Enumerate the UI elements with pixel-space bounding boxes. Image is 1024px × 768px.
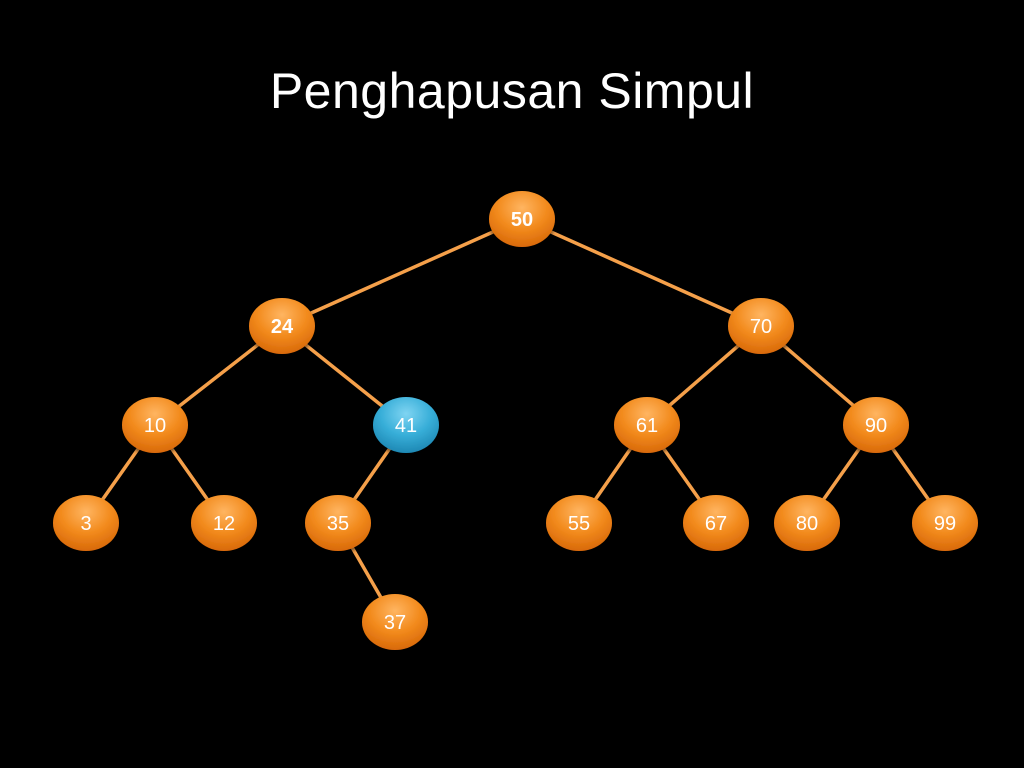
node-label: 70 (750, 316, 772, 338)
node-label: 3 (80, 513, 91, 535)
node-label: 41 (395, 415, 417, 437)
node-label: 61 (636, 415, 658, 437)
tree-node-10: 10 (122, 397, 188, 453)
tree-node-80: 80 (774, 495, 840, 551)
tree-node-90: 90 (843, 397, 909, 453)
node-ellipse (774, 495, 840, 551)
tree-edges (84, 217, 947, 624)
node-label: 67 (705, 513, 727, 535)
tree-node-24: 24 (249, 298, 315, 354)
tree-node-67: 67 (683, 495, 749, 551)
tree-node-55: 55 (546, 495, 612, 551)
node-label: 35 (327, 513, 349, 535)
tree-node-70: 70 (728, 298, 794, 354)
node-label: 99 (934, 513, 956, 535)
tree-edge-50-70 (520, 217, 763, 328)
node-ellipse (362, 594, 428, 650)
highlighted-node-ellipse (373, 397, 439, 453)
node-ellipse (122, 397, 188, 453)
node-label: 24 (271, 316, 294, 338)
node-label: 90 (865, 415, 887, 437)
tree-node-12: 12 (191, 495, 257, 551)
node-label: 37 (384, 612, 406, 634)
node-ellipse (191, 495, 257, 551)
node-ellipse (683, 495, 749, 551)
node-ellipse (489, 191, 555, 247)
tree-node-35: 35 (305, 495, 371, 551)
tree-node-50: 50 (489, 191, 555, 247)
node-label: 50 (511, 209, 533, 231)
node-label: 80 (796, 513, 818, 535)
slide-title: Penghapusan Simpul (269, 63, 755, 119)
node-ellipse (53, 495, 119, 551)
tree-node-41: 41 (373, 397, 439, 453)
node-ellipse (546, 495, 612, 551)
node-ellipse (249, 298, 315, 354)
node-ellipse (614, 397, 680, 453)
node-label: 12 (213, 513, 235, 535)
node-ellipse (912, 495, 978, 551)
tree-node-61: 61 (614, 397, 680, 453)
tree-nodes: 50 24 70 10 41 61 90 3 12 35 55 67 80 99 37 (53, 191, 978, 650)
tree-node-3: 3 (53, 495, 119, 551)
tree-node-37: 37 (362, 594, 428, 650)
node-ellipse (305, 495, 371, 551)
node-ellipse (728, 298, 794, 354)
tree-node-99: 99 (912, 495, 978, 551)
node-label: 10 (144, 415, 166, 437)
node-ellipse (843, 397, 909, 453)
tree-edge-50-24 (280, 217, 524, 328)
node-label: 55 (568, 513, 590, 535)
